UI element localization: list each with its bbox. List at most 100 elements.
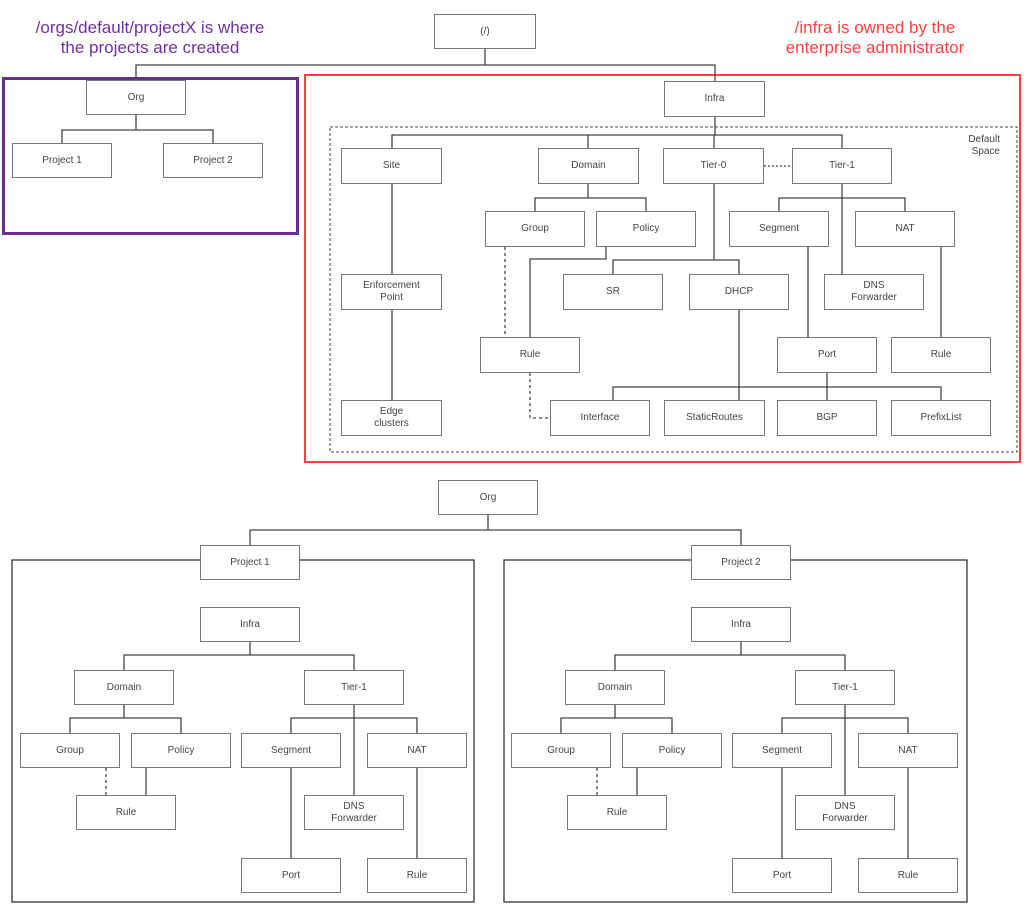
- node-ep: Enforcement Point: [341, 274, 442, 310]
- node-label: Port: [817, 349, 837, 360]
- node-org_p1: Project 1: [12, 143, 112, 178]
- node-static: StaticRoutes: [664, 400, 765, 436]
- connector: [123, 654, 355, 670]
- project2-node-group: Group: [511, 733, 611, 768]
- node-label: Interface: [580, 412, 620, 423]
- node-label: DNS Forwarder: [822, 800, 868, 824]
- project2-node-nat: NAT: [858, 733, 958, 768]
- node-tier0: Tier-0: [663, 148, 764, 184]
- node-label: SR: [606, 286, 620, 297]
- node-prefix: PrefixList: [891, 400, 991, 436]
- connector: [249, 529, 742, 545]
- node-b_p1: Project 1: [200, 545, 300, 580]
- node-site: Site: [341, 148, 442, 184]
- project1-node-group: Group: [20, 733, 120, 768]
- infra-frame: [304, 74, 1021, 463]
- node-label: Segment: [758, 223, 800, 234]
- project2-node-rule2: Rule: [858, 858, 958, 893]
- project2-node-rule: Rule: [567, 795, 667, 830]
- project2-node-infra: Infra: [691, 607, 791, 642]
- node-org: Org: [86, 80, 186, 115]
- project2-node-domain: Domain: [565, 670, 665, 705]
- node-label: BGP: [816, 412, 838, 423]
- node-label: NAT: [407, 744, 427, 756]
- node-label: Rule: [897, 869, 919, 881]
- node-label: Segment: [270, 744, 312, 756]
- node-iface: Interface: [550, 400, 650, 436]
- node-label: Domain: [597, 681, 633, 693]
- connector: [778, 197, 906, 211]
- project1-node-rule: Rule: [76, 795, 176, 830]
- node-infra: Infra: [664, 81, 765, 117]
- node-dhcp: DHCP: [689, 274, 789, 310]
- node-label: DNS Forwarder: [331, 800, 377, 824]
- node-bgp: BGP: [777, 400, 877, 436]
- node-root: (/): [434, 14, 536, 49]
- connector: [534, 197, 647, 211]
- connector: [612, 386, 942, 400]
- node-label: Port: [772, 869, 792, 881]
- node-label: DHCP: [724, 286, 754, 297]
- connector: [391, 134, 843, 148]
- infra-annotation: /infra is owned by the enterprise admini…: [785, 18, 965, 57]
- project1-node-rule2: Rule: [367, 858, 467, 893]
- node-label: Project 1: [230, 556, 270, 568]
- node-label: Tier-1: [829, 160, 855, 171]
- node-edge: Edge clusters: [341, 400, 442, 436]
- node-label: NAT: [895, 223, 915, 234]
- node-label: PrefixList: [920, 412, 962, 423]
- node-sr: SR: [563, 274, 663, 310]
- node-domain: Domain: [538, 148, 639, 184]
- project2-node-segment: Segment: [732, 733, 832, 768]
- node-label: Group: [521, 223, 549, 234]
- connector: [781, 717, 909, 733]
- node-label: Org: [479, 491, 497, 503]
- node-label: Tier-1: [341, 681, 367, 693]
- project1-node-port: Port: [241, 858, 341, 893]
- node-policy: Policy: [596, 211, 696, 247]
- node-group: Group: [485, 211, 585, 247]
- node-rule: Rule: [480, 337, 580, 373]
- node-label: Enforcement Point: [363, 280, 420, 303]
- node-label: Rule: [606, 806, 628, 818]
- connector: [612, 259, 740, 274]
- node-label: NAT: [898, 744, 918, 756]
- project1-node-domain: Domain: [74, 670, 174, 705]
- project1-node-policy: Policy: [131, 733, 231, 768]
- project2-node-port: Port: [732, 858, 832, 893]
- default-space-frame: [329, 126, 1018, 453]
- node-label: Rule: [930, 349, 952, 360]
- node-b_p2: Project 2: [691, 545, 791, 580]
- connector: [290, 717, 418, 733]
- project1-node-nat: NAT: [367, 733, 467, 768]
- node-nat: NAT: [855, 211, 955, 247]
- orgs-frame: [2, 77, 299, 235]
- node-org_p2: Project 2: [163, 143, 263, 178]
- node-label: Rule: [406, 869, 428, 881]
- node-label: Rule: [115, 806, 137, 818]
- node-label: Group: [547, 744, 575, 756]
- node-port: Port: [777, 337, 877, 373]
- connector: [529, 247, 607, 337]
- connector: [560, 717, 673, 733]
- project1-node-tier1: Tier-1: [304, 670, 404, 705]
- project2-node-dns: DNS Forwarder: [795, 795, 895, 830]
- node-label: Port: [281, 869, 301, 881]
- node-label: Site: [382, 160, 401, 171]
- node-label: Domain: [571, 160, 606, 171]
- node-label: Infra: [704, 93, 725, 104]
- node-label: Edge clusters: [374, 406, 409, 429]
- node-label: Policy: [658, 744, 686, 756]
- node-label: Project 2: [721, 556, 761, 568]
- rule-interface-link: [529, 373, 550, 419]
- project1-node-dns: DNS Forwarder: [304, 795, 404, 830]
- connector: [614, 654, 846, 670]
- node-label: Segment: [761, 744, 803, 756]
- node-label: StaticRoutes: [686, 412, 743, 423]
- node-b_org: Org: [438, 480, 538, 515]
- project1-node-infra: Infra: [200, 607, 300, 642]
- default-space-label: Default Space: [968, 134, 1000, 157]
- node-label: Rule: [519, 349, 541, 360]
- node-label: Group: [56, 744, 84, 756]
